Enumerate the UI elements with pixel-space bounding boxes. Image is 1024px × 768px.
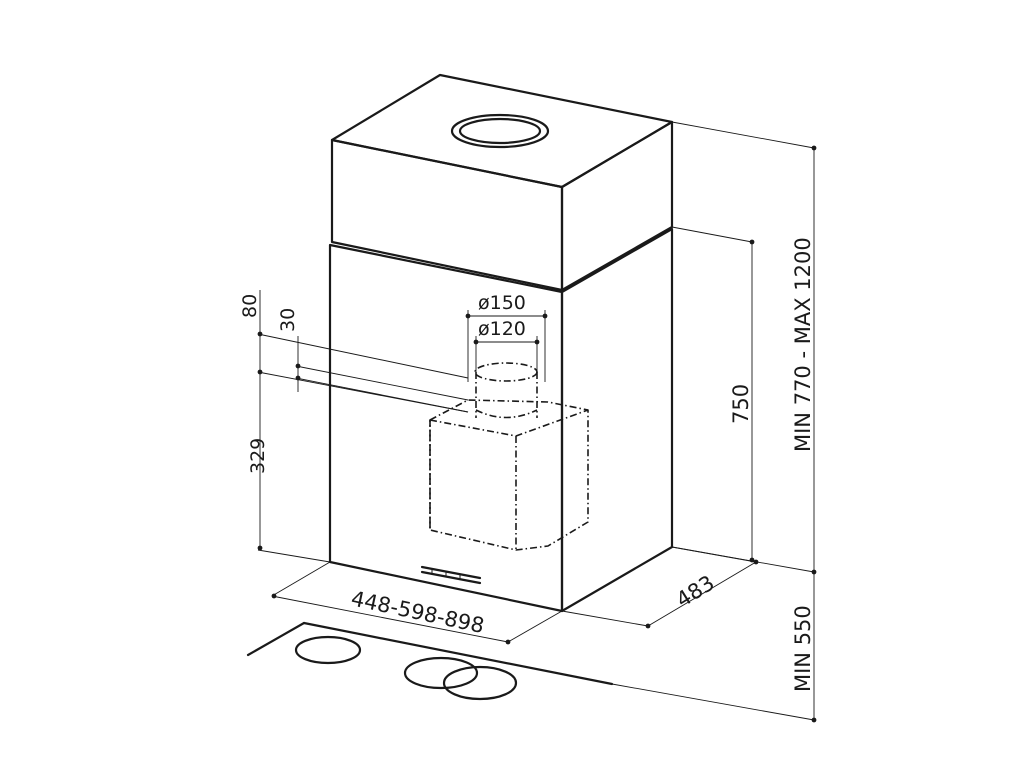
- depth-label: 483: [672, 571, 719, 613]
- burner-mid-icon: [403, 656, 479, 690]
- height-min-label: MIN 550: [791, 605, 815, 692]
- hood-front-face: [328, 243, 564, 613]
- offset-30-label: 30: [277, 308, 299, 332]
- control-panel-icon: [420, 565, 482, 585]
- width-label: 448-598-898: [349, 586, 486, 638]
- chimney-front-face: [330, 138, 564, 292]
- chimney-side-face: [560, 120, 674, 292]
- height-329-label: 329: [247, 438, 269, 474]
- left-height-dims: 80 30 329: [239, 290, 469, 563]
- cooktop-edge: [246, 621, 306, 657]
- hidden-motor-outline: [429, 362, 589, 551]
- duct-diameter-dims: ø150 ø120: [465, 292, 548, 382]
- duct-outlet-outer-icon: [450, 113, 550, 149]
- width-depth-dims: 448-598-898 483: [271, 546, 759, 645]
- duct-inner-diameter-label: ø120: [478, 318, 526, 340]
- chimney-top-face: [330, 73, 674, 189]
- duct-outlet-inner-icon: [458, 117, 542, 145]
- hood-body: [328, 227, 674, 613]
- height-750-label: 750: [729, 384, 753, 424]
- burner-right-icon: [442, 665, 518, 701]
- height-range-label: MIN 770 - MAX 1200: [791, 237, 815, 452]
- duct-outer-diameter-label: ø150: [478, 292, 526, 314]
- offset-80-label: 80: [239, 294, 261, 318]
- burner-left-icon: [294, 635, 362, 665]
- right-height-dims: 750 MIN 770 - MAX 1200 MIN 550: [671, 121, 817, 723]
- cooktop: [246, 621, 815, 721]
- hood-side-face: [560, 227, 674, 613]
